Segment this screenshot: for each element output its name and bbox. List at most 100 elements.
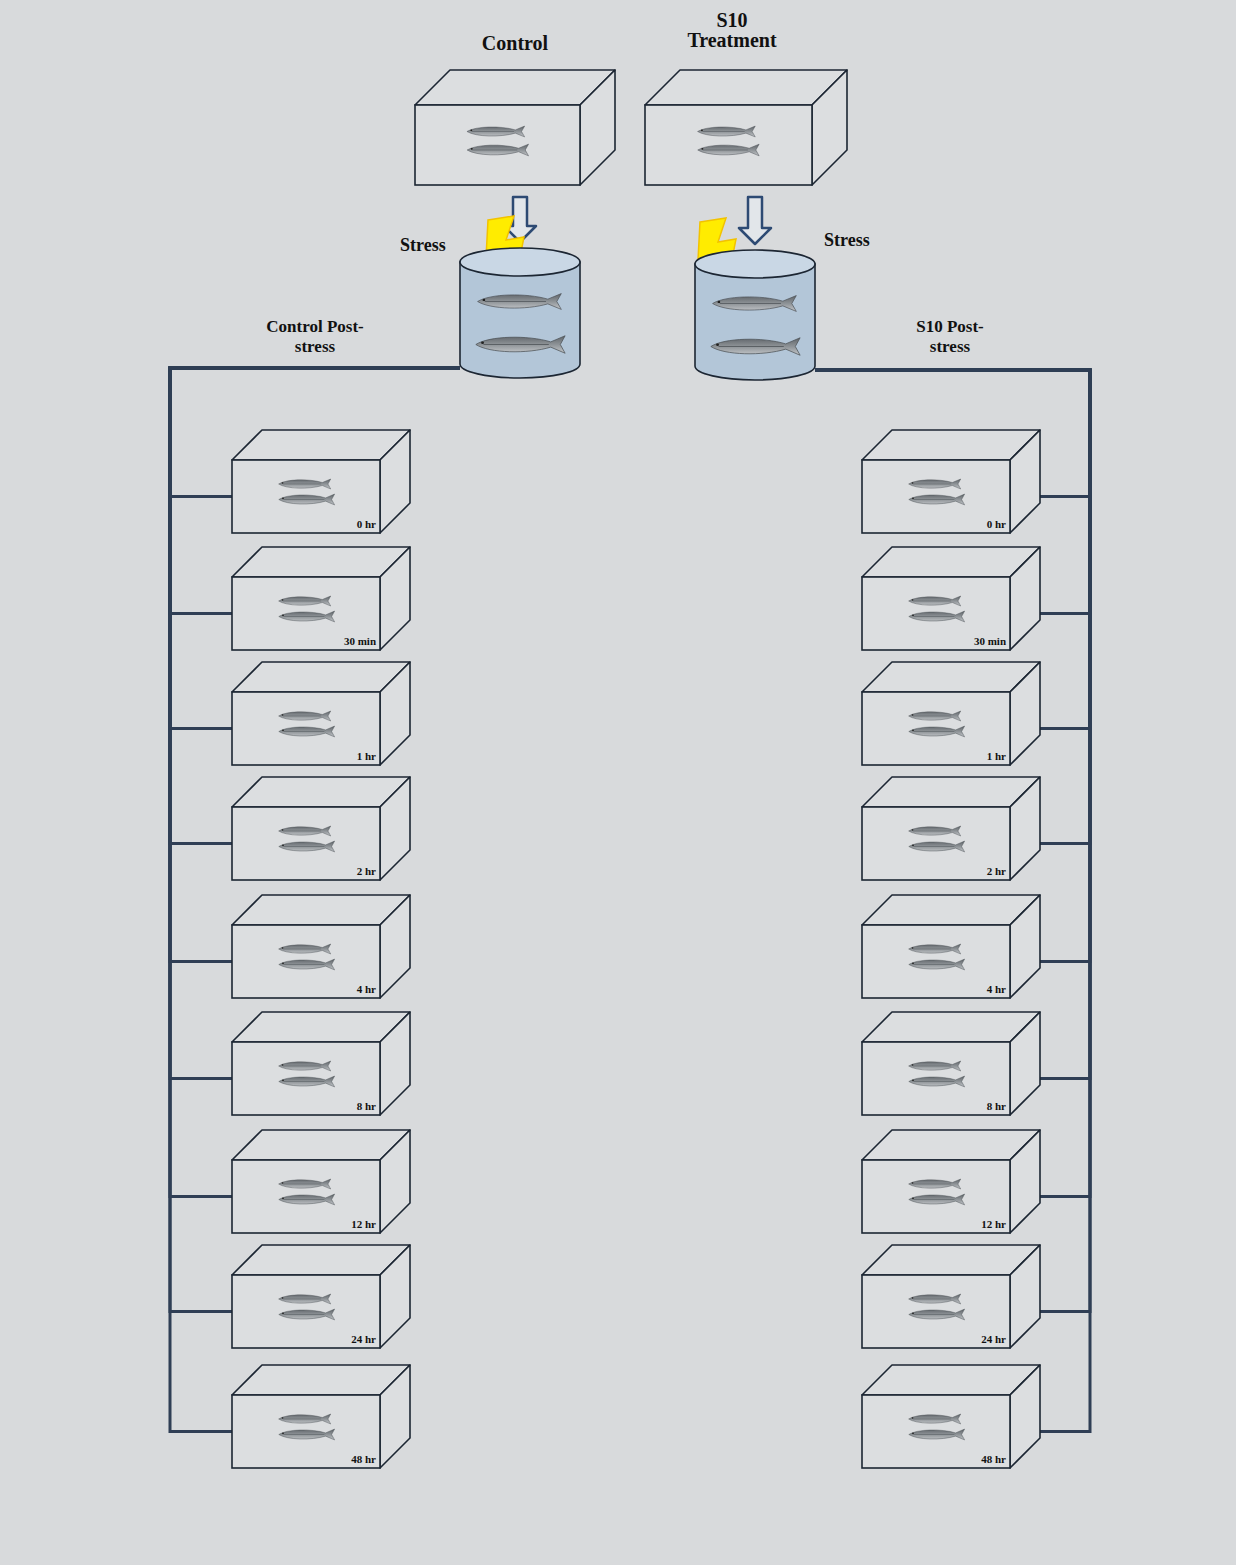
sampling-tank: 30 min	[862, 577, 1010, 650]
fish-icon	[698, 126, 756, 137]
time-point-label: 2 hr	[987, 865, 1006, 877]
tank-side	[1010, 1245, 1040, 1348]
sampling-tank: 2 hr	[862, 807, 1010, 880]
tank-top	[862, 662, 1040, 692]
tank-front	[232, 577, 380, 650]
post-stress-label-holder: Control Post-stress	[265, 317, 365, 356]
fish-icon	[279, 711, 331, 721]
time-point-label: 48 hr	[351, 1453, 376, 1465]
tank-top	[232, 547, 410, 577]
time-point-label: 4 hr	[357, 983, 376, 995]
fish-icon	[909, 959, 965, 970]
time-point-label: 12 hr	[351, 1218, 376, 1230]
tank-top	[862, 547, 1040, 577]
connector	[815, 370, 1090, 729]
time-point-label-holder: 1 hr	[357, 750, 376, 762]
tank-3d	[230, 545, 412, 652]
branch-line	[815, 370, 1090, 844]
time-point-label-holder: 0 hr	[357, 518, 376, 530]
time-point-label-holder: 4 hr	[987, 983, 1006, 995]
time-point-label-holder: 12 hr	[981, 1218, 1006, 1230]
fish-icon	[279, 494, 335, 505]
fish-icon	[279, 826, 331, 836]
branch-line	[170, 368, 460, 729]
time-point-label: 8 hr	[357, 1100, 376, 1112]
branch-line	[815, 370, 1090, 1197]
tank-top	[232, 1245, 410, 1275]
branch-line	[170, 368, 460, 1312]
fish-icon	[909, 1309, 965, 1320]
connector	[170, 368, 460, 962]
container-top	[460, 248, 580, 276]
branch-line	[815, 370, 1090, 1432]
tank-side	[380, 1130, 410, 1233]
tank-3d	[230, 893, 412, 1000]
fish-icon	[279, 611, 335, 622]
sampling-tank: 12 hr	[232, 1160, 380, 1233]
tank-front	[862, 1275, 1010, 1348]
time-point-label-holder: 8 hr	[987, 1100, 1006, 1112]
fish-icon	[909, 596, 961, 606]
time-point-label: 1 hr	[987, 750, 1006, 762]
tank-3d	[230, 775, 412, 882]
container-body	[695, 264, 815, 380]
fish-icon	[909, 826, 961, 836]
connector	[170, 368, 460, 729]
time-point-label-holder: 24 hr	[351, 1333, 376, 1345]
time-point-label-holder: 2 hr	[987, 865, 1006, 877]
tank-3d	[860, 1128, 1042, 1235]
fish-icon	[279, 1076, 335, 1087]
tank-side	[380, 777, 410, 880]
fish-icon	[279, 1179, 331, 1189]
tank-top	[232, 1012, 410, 1042]
tank-front	[232, 1275, 380, 1348]
tank-front	[862, 925, 1010, 998]
tank-side	[1010, 895, 1040, 998]
tank-top	[862, 777, 1040, 807]
time-point-label: 0 hr	[987, 518, 1006, 530]
fish-icon	[279, 1294, 331, 1304]
fish-icon	[279, 479, 331, 489]
connector	[815, 370, 1090, 1312]
post-stress-label-holder: S10 Post-stress	[900, 317, 1000, 356]
group-heading: Control	[482, 33, 548, 53]
time-point-label: 4 hr	[987, 983, 1006, 995]
container-body	[460, 262, 580, 378]
fish-icon	[711, 338, 800, 356]
branch-line	[170, 368, 460, 1079]
stress-label-holder: Stress	[824, 231, 870, 251]
group-heading: S10 Treatment	[672, 10, 792, 50]
fish-icon	[467, 144, 528, 156]
tank-side	[380, 1365, 410, 1468]
tank-front	[862, 807, 1010, 880]
sampling-tank: 8 hr	[232, 1042, 380, 1115]
connector	[170, 368, 460, 1079]
post-stress-label: S10 Post-stress	[916, 317, 984, 356]
sampling-tank: 2 hr	[232, 807, 380, 880]
tank-side	[1010, 1365, 1040, 1468]
stress-tank: Stress	[695, 250, 815, 380]
container-top	[695, 250, 815, 278]
tank-top	[232, 777, 410, 807]
tank-front	[862, 460, 1010, 533]
fish-icon	[279, 1061, 331, 1071]
fish-icon	[279, 726, 335, 737]
sampling-tank: 48 hr	[862, 1395, 1010, 1468]
tank-3d	[860, 660, 1042, 767]
tank-front	[232, 460, 380, 533]
connector	[815, 370, 1090, 1432]
tank-top	[862, 1012, 1040, 1042]
group-heading-holder: S10 Treatment	[672, 10, 792, 50]
sampling-tank: 4 hr	[232, 925, 380, 998]
time-point-label-holder: 2 hr	[357, 865, 376, 877]
tank-3d	[643, 68, 849, 187]
tank-front	[862, 577, 1010, 650]
time-point-label-holder: 4 hr	[357, 983, 376, 995]
fish-icon	[909, 841, 965, 852]
tank-front	[862, 1160, 1010, 1233]
tank-top	[232, 1130, 410, 1160]
stress-container	[693, 248, 817, 382]
tank-side	[1010, 547, 1040, 650]
fish-icon	[909, 944, 961, 954]
time-point-label: 48 hr	[981, 1453, 1006, 1465]
